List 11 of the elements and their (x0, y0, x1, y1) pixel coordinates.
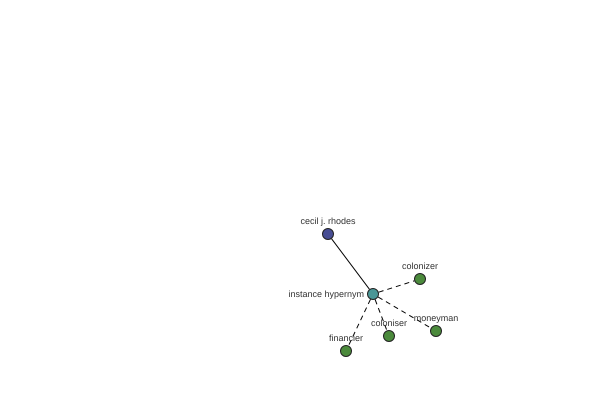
node-label: financier (328, 333, 364, 343)
node-label: instance hypernym (288, 289, 364, 299)
node-label: cecil j. rhodes (300, 216, 356, 226)
dashed-line (378, 296, 432, 328)
node-label: colonizer (402, 261, 438, 271)
dashed-line (374, 299, 388, 331)
node-label: moneyman (414, 313, 458, 323)
connector-line (331, 238, 370, 290)
dashed-line (378, 280, 415, 293)
node-label: coloniser (370, 318, 408, 328)
dashed-line (348, 298, 371, 346)
